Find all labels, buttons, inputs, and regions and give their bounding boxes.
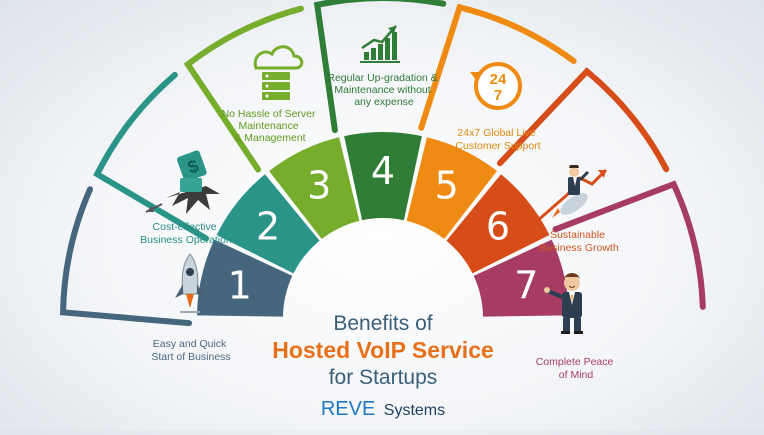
segment-number-5: 5 xyxy=(435,164,459,208)
segment-3 xyxy=(269,137,360,239)
outer-arc-6 xyxy=(496,67,670,173)
segment-2 xyxy=(216,174,320,274)
clock-24-7-icon: 24 7 xyxy=(470,62,522,110)
outer-arcs xyxy=(59,0,706,327)
labels: Easy and Quick Start of Business Cost-ef… xyxy=(140,72,619,381)
growth-chart-icon xyxy=(360,25,400,63)
label-1: Easy and Quick Start of Business xyxy=(151,338,230,363)
segment-1 xyxy=(197,239,293,317)
label-7: Complete Peace of Mind xyxy=(536,356,617,381)
segment-number-7: 7 xyxy=(514,263,538,307)
outer-arc-3 xyxy=(183,5,304,173)
segment-number-6: 6 xyxy=(486,204,510,248)
segment-5 xyxy=(406,137,497,239)
title-line-1: Benefits of xyxy=(333,312,432,335)
outer-arc-4 xyxy=(313,0,447,134)
brand-name-bold: REVE xyxy=(321,398,375,420)
label-2: Cost-effective Business Operation xyxy=(140,221,232,246)
server-cloud-icon xyxy=(253,45,304,100)
label-5: 24x7 Global Live Customer Support xyxy=(455,127,540,152)
svg-text:REVE Systems: REVE Systems xyxy=(321,398,445,420)
label-4: Regular Up-gradation & Maintenance witho… xyxy=(327,72,440,108)
dollar-smash-icon: $ xyxy=(145,150,220,214)
segment-number-2: 2 xyxy=(256,204,280,248)
outer-arc-7 xyxy=(552,180,706,310)
segment-number-3: 3 xyxy=(307,164,331,208)
fan-segments xyxy=(197,132,569,317)
title-line-3: for Startups xyxy=(329,366,438,389)
businessman-rocket-icon xyxy=(535,165,608,224)
label-3: No Hassle of Server Maintenance & Manage… xyxy=(222,108,319,144)
title-block: Benefits of Hosted VoIP Service for Star… xyxy=(272,312,494,389)
clock-24-label: 24 xyxy=(490,71,507,88)
happy-businessman-icon xyxy=(544,273,583,334)
title-line-2: Hosted VoIP Service xyxy=(272,337,494,363)
brand-logo: REVE Systems xyxy=(321,398,445,420)
brand-name-light: Systems xyxy=(384,402,445,419)
segment-4 xyxy=(344,132,422,221)
outer-arc-1 xyxy=(59,186,193,327)
label-6: Sustainable Business Growth xyxy=(539,229,619,254)
segment-6 xyxy=(446,174,550,274)
outer-arc-2 xyxy=(93,71,210,242)
outer-arc-5 xyxy=(418,3,577,131)
clock-7-label: 7 xyxy=(494,87,502,104)
segment-number-1: 1 xyxy=(228,263,252,307)
segment-number-4: 4 xyxy=(371,149,395,193)
rocket-icon xyxy=(175,253,205,313)
segment-7 xyxy=(473,239,569,317)
